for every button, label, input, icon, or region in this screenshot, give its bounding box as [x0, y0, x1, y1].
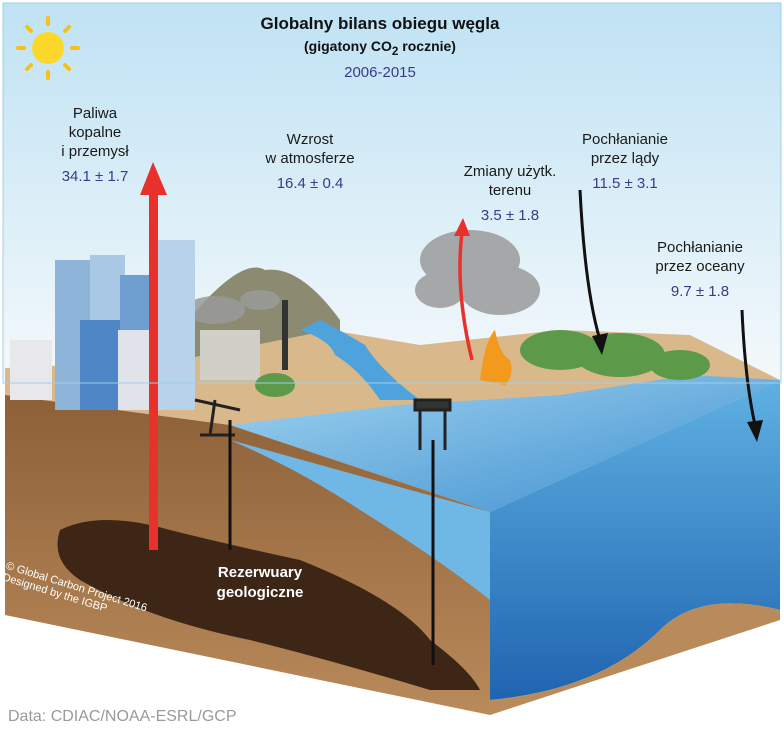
title-main: Globalny bilans obiegu węgla — [260, 14, 500, 33]
flux-value: 11.5 ± 3.1 — [592, 175, 658, 192]
river — [300, 320, 420, 400]
reservoir-line: Rezerwuary — [217, 564, 303, 581]
ocean-sink-arrow — [740, 309, 763, 442]
fire-icon — [480, 330, 512, 385]
data-credit: Data: CDIAC/NOAA-ESRL/GCP — [8, 708, 237, 725]
land-sink-arrow — [578, 189, 608, 355]
flux-label: Pochłanianie — [657, 239, 743, 256]
flux-land-use: Zmiany użytk. terenu 3.5 ± 1.8 — [450, 162, 570, 225]
city-buildings — [10, 240, 288, 410]
flux-label: i przemysł — [61, 143, 129, 160]
ocean-surface — [230, 375, 780, 512]
ocean-platform-icon — [413, 398, 452, 450]
fossil-fuel-arrow — [140, 162, 167, 550]
flux-label: terenu — [488, 182, 532, 199]
frame — [2, 2, 782, 384]
land-use-arrow — [454, 218, 474, 361]
ocean-right-soil — [490, 603, 780, 715]
flux-value: 9.7 ± 1.8 — [670, 283, 730, 300]
flux-label: w atmosferze — [265, 150, 355, 167]
geological-reservoir-label: Rezerwuary geologiczne — [205, 563, 315, 603]
unit-suffix: rocznie) — [398, 38, 456, 54]
flux-label: Paliwa — [72, 105, 118, 122]
flux-label: Pochłanianie — [582, 131, 668, 148]
title-period: 2006-2015 — [344, 63, 416, 81]
flux-label: kopalne — [68, 124, 122, 141]
smoke-cloud — [185, 230, 540, 324]
geological-reservoir — [57, 520, 480, 690]
diagram-title: Globalny bilans obiegu węgla (gigatony C… — [230, 14, 530, 81]
flux-ocean-sink: Pochłanianie przez oceany 9.7 ± 1.8 — [630, 238, 770, 301]
flux-label: Zmiany użytk. — [463, 163, 557, 180]
title-unit: (gigatony CO2 rocznie) — [230, 38, 530, 58]
flux-value: 16.4 ± 0.4 — [276, 175, 344, 192]
flux-value: 3.5 ± 1.8 — [480, 207, 540, 224]
flux-value: 34.1 ± 1.7 — [61, 168, 129, 185]
sun-icon — [16, 16, 80, 80]
flux-label: Wzrost — [286, 131, 334, 148]
flux-fossil-fuels: Paliwa kopalne i przemysł 34.1 ± 1.7 — [35, 104, 155, 186]
unit-prefix: (gigatony CO — [304, 38, 392, 54]
flux-label: przez oceany — [655, 258, 745, 275]
flux-label: przez lądy — [590, 150, 660, 167]
flux-atmosphere: Wzrost w atmosferze 16.4 ± 0.4 — [250, 130, 370, 193]
flux-land-sink: Pochłanianie przez lądy 11.5 ± 3.1 — [560, 130, 690, 193]
unit-sub: 2 — [391, 44, 399, 58]
reservoir-line: geologiczne — [216, 584, 304, 601]
ocean-front-face — [490, 380, 780, 700]
ocean-basin — [230, 440, 490, 600]
